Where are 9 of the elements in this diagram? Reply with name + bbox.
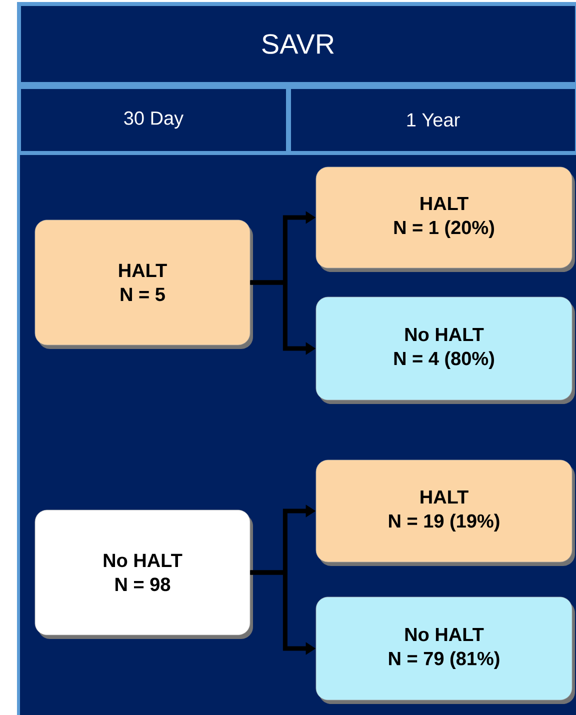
title-band: SAVR	[19, 4, 576, 84]
status-box: HALT N = 1 (20%)	[316, 166, 575, 272]
status-box: No HALT N = 98	[34, 510, 253, 639]
status-box: No HALT N = 79 (81%)	[316, 596, 575, 704]
status-box: No HALT N = 4 (80%)	[316, 296, 575, 404]
status-box: HALT N = 5	[34, 220, 253, 349]
header-cell: 30 Day	[19, 87, 288, 153]
status-box: HALT N = 19 (19%)	[316, 460, 575, 566]
header-cell: 1 Year	[289, 87, 576, 153]
